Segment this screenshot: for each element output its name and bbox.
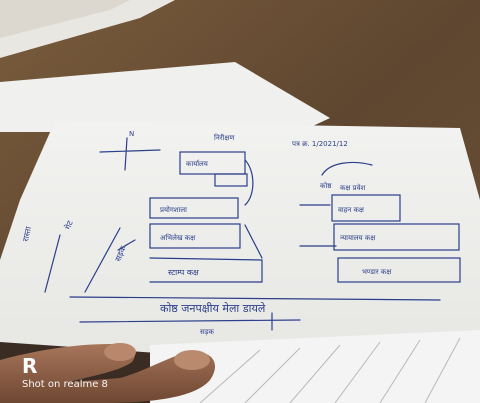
label-side-room: कोष्ठ <box>320 181 332 190</box>
label-record-room: अभिलेख कक्ष <box>160 233 196 242</box>
label-road-left: रास्ता <box>21 225 33 243</box>
back-sheet <box>0 62 330 132</box>
bottom-road-line <box>69 296 441 301</box>
label-office: कार्यालय <box>186 159 209 168</box>
label-bottom-caption: कोष्ठ जनपक्षीय मेला डायले <box>160 302 266 315</box>
room-court <box>333 223 460 251</box>
label-room-entry: कक्ष प्रवेश <box>340 183 365 192</box>
label-lab: प्रयोगशाला <box>160 205 187 214</box>
room-office <box>179 151 246 175</box>
room-stamp <box>149 257 263 283</box>
label-reference: पत्र क्र. 1/2021/12 <box>292 140 348 148</box>
label-bottom-road: सड़क <box>200 328 214 336</box>
camera-watermark: R Shot on realme 8 <box>22 356 108 390</box>
room-vehicle <box>331 194 401 222</box>
bottom-line-2 <box>79 319 301 323</box>
hand <box>0 343 215 403</box>
curved-wall <box>244 159 254 206</box>
label-title: निरीक्षण <box>214 133 235 142</box>
paper-corner-shade <box>0 0 130 38</box>
sketch-labels: निरीक्षण पत्र क्र. 1/2021/12 N कार्यालय … <box>21 130 392 336</box>
room-small <box>214 173 248 187</box>
label-vehicle-room: वाहन कक्ष <box>338 206 365 214</box>
sketch-drawing <box>44 137 461 331</box>
road-marker <box>117 239 136 251</box>
label-north: N <box>129 130 134 138</box>
room-lab <box>149 197 239 219</box>
label-storehouse: भण्डार कक्ष <box>362 268 392 276</box>
road-edge-right <box>84 227 121 293</box>
room-connector <box>244 224 263 259</box>
label-stamp-room: स्टाम्प कक्ष <box>168 268 199 277</box>
watermark-text: Shot on realme 8 <box>22 379 108 390</box>
compass-ns-line <box>124 137 128 171</box>
lined-paper <box>150 330 480 403</box>
arc-right <box>321 161 373 176</box>
realme-logo: R <box>22 354 38 378</box>
room-record <box>149 223 241 249</box>
label-court-room: न्यायालय कक्ष <box>340 234 376 242</box>
compass-ew-line <box>99 149 161 153</box>
room-store <box>337 257 461 283</box>
road-edge-left <box>44 234 61 293</box>
